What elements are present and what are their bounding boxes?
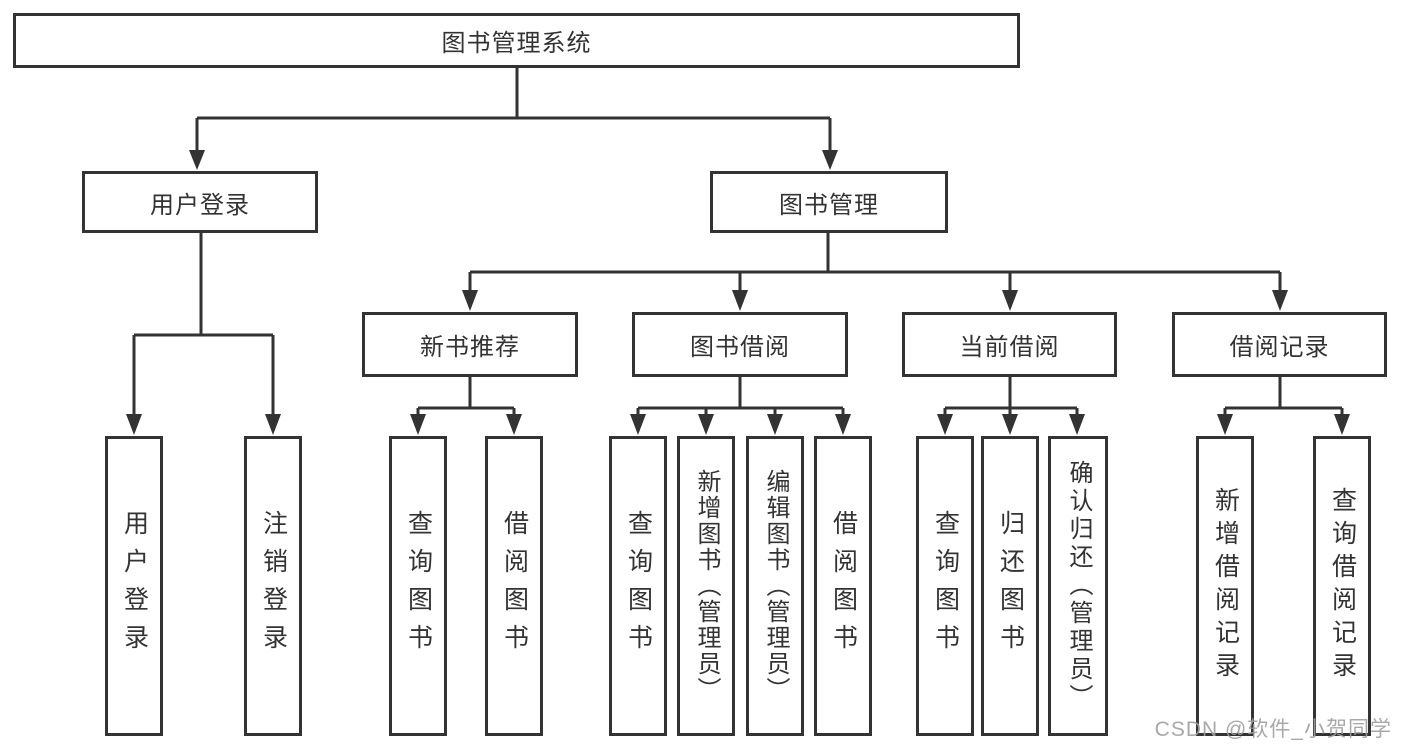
node-label: 用户登录 (120, 510, 149, 662)
arrowhead-icon (1334, 414, 1350, 435)
node-label: 图书借阅 (690, 334, 790, 361)
node-label: 注销登录 (259, 510, 288, 662)
arrowhead-icon (462, 290, 478, 311)
leaf-logout: 注销登录 (244, 436, 302, 736)
leaf-query-book-3: 查询图书 (916, 436, 974, 736)
arrowhead-icon (189, 150, 205, 170)
node-label: 图书管理 (779, 191, 879, 219)
leaf-add-borrow-record: 新增借阅记录 (1196, 436, 1254, 736)
node-label: 归还图书 (996, 510, 1025, 662)
node-book-management: 图书管理 (710, 171, 948, 233)
node-label: 用户登录 (150, 191, 250, 219)
leaf-borrow-book-1: 借阅图书 (485, 436, 543, 736)
arrowhead-icon (1217, 414, 1233, 435)
leaf-confirm-return-admin: 确认归还（管理员） (1048, 436, 1108, 736)
node-label: 查询图书 (404, 510, 433, 662)
leaf-edit-book-admin: 编辑图书（管理员） (746, 436, 804, 736)
node-label: 当前借阅 (959, 334, 1060, 361)
node-current-borrow: 当前借阅 (902, 312, 1117, 377)
leaf-user-login: 用户登录 (105, 436, 163, 736)
node-root-system: 图书管理系统 (13, 13, 1020, 68)
node-label: 借阅图书 (500, 510, 529, 662)
arrowhead-icon (732, 290, 748, 311)
leaf-query-book-1: 查询图书 (389, 436, 447, 736)
node-label: 借阅图书 (829, 510, 858, 662)
arrowhead-icon (126, 414, 142, 435)
node-new-book-recommend: 新书推荐 (362, 312, 578, 377)
leaf-query-book-2: 查询图书 (609, 436, 667, 736)
leaf-return-book: 归还图书 (981, 436, 1039, 736)
arrowhead-icon (506, 414, 522, 435)
arrowhead-icon (767, 414, 783, 435)
node-label: 编辑图书（管理员） (762, 469, 789, 703)
leaf-query-borrow-record: 查询借阅记录 (1313, 436, 1371, 736)
leaf-add-book-admin: 新增图书（管理员） (677, 436, 735, 736)
node-label: 新增图书（管理员） (693, 469, 720, 703)
arrowhead-icon (265, 414, 281, 435)
node-label: 借阅记录 (1229, 334, 1330, 361)
node-book-borrow: 图书借阅 (632, 312, 848, 377)
node-label: 查询图书 (931, 510, 960, 662)
arrowhead-icon (1002, 290, 1018, 311)
node-borrow-record: 借阅记录 (1172, 312, 1387, 377)
node-label: 图书管理系统 (441, 30, 592, 57)
arrowhead-icon (822, 150, 838, 170)
node-label: 查询借阅记录 (1328, 487, 1357, 685)
node-user-login: 用户登录 (82, 171, 318, 233)
node-label: 确认归还（管理员） (1065, 460, 1092, 712)
arrowhead-icon (1069, 414, 1085, 435)
node-label: 新书推荐 (420, 334, 520, 361)
leaf-borrow-book-2: 借阅图书 (814, 436, 872, 736)
arrowhead-icon (937, 414, 953, 435)
node-label: 新增借阅记录 (1211, 487, 1240, 685)
arrowhead-icon (630, 414, 646, 435)
arrowhead-icon (1272, 290, 1288, 311)
arrowhead-icon (410, 414, 426, 435)
arrowhead-icon (698, 414, 714, 435)
arrowhead-icon (1002, 414, 1018, 435)
node-label: 查询图书 (624, 510, 653, 662)
arrowhead-icon (835, 414, 851, 435)
csdn-watermark: CSDN @软件_小贺同学 (1154, 718, 1392, 741)
